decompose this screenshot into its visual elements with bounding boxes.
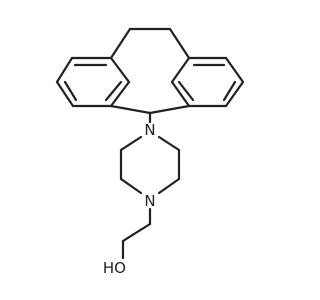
bond	[168, 27, 191, 60]
bond	[109, 27, 132, 60]
molecule-structure: N N HO	[55, 27, 245, 277]
bond	[119, 135, 143, 152]
bond	[224, 56, 245, 84]
nitrogen-atom-label: N	[144, 192, 155, 210]
hydroxyethyl-chain	[121, 207, 152, 260]
bond	[170, 56, 191, 84]
bond	[121, 222, 152, 243]
bond	[55, 56, 74, 84]
bond	[148, 104, 191, 115]
bond	[157, 177, 181, 195]
bond	[177, 80, 195, 102]
bond	[170, 80, 191, 108]
bond	[104, 80, 123, 102]
bond	[109, 104, 152, 115]
bond	[157, 135, 181, 152]
bond	[63, 80, 78, 102]
piperazine-ring	[119, 135, 181, 195]
bond	[224, 80, 245, 108]
bond	[222, 80, 237, 102]
bond	[55, 80, 75, 108]
nitrogen-atom-label: N	[144, 121, 155, 139]
bond	[109, 80, 131, 108]
hydroxyl-label: HO	[103, 259, 126, 277]
bond	[109, 56, 131, 84]
dibenzosuberane-core	[55, 27, 245, 124]
bond	[119, 177, 143, 195]
